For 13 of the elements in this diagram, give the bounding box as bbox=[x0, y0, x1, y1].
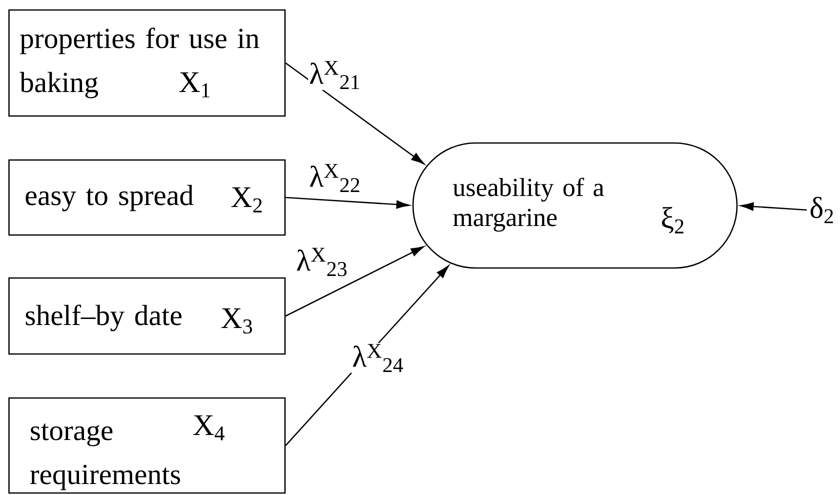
variable-box: shelf–by date X$_{3}$ bbox=[8, 277, 286, 355]
variable-box: easy to spread X$_{2}$ bbox=[8, 159, 286, 236]
edge-label: λ$^{X}$24 bbox=[351, 342, 405, 374]
edge-label: λ$^{X}$23 bbox=[295, 246, 349, 278]
edge-label: λ$^{X}$22 bbox=[308, 162, 362, 194]
variable-box: storage requirements X$_{4}$ bbox=[8, 397, 286, 494]
error-term: δ$_{2}$ bbox=[810, 196, 833, 224]
variable-box: properties for use in baking X$_{1}$ bbox=[8, 9, 286, 117]
arrow bbox=[740, 202, 807, 211]
arrow bbox=[285, 62, 424, 164]
arrow bbox=[286, 196, 410, 209]
edge-label: λ$^{X}$21 bbox=[308, 60, 362, 90]
arrow bbox=[285, 246, 424, 317]
